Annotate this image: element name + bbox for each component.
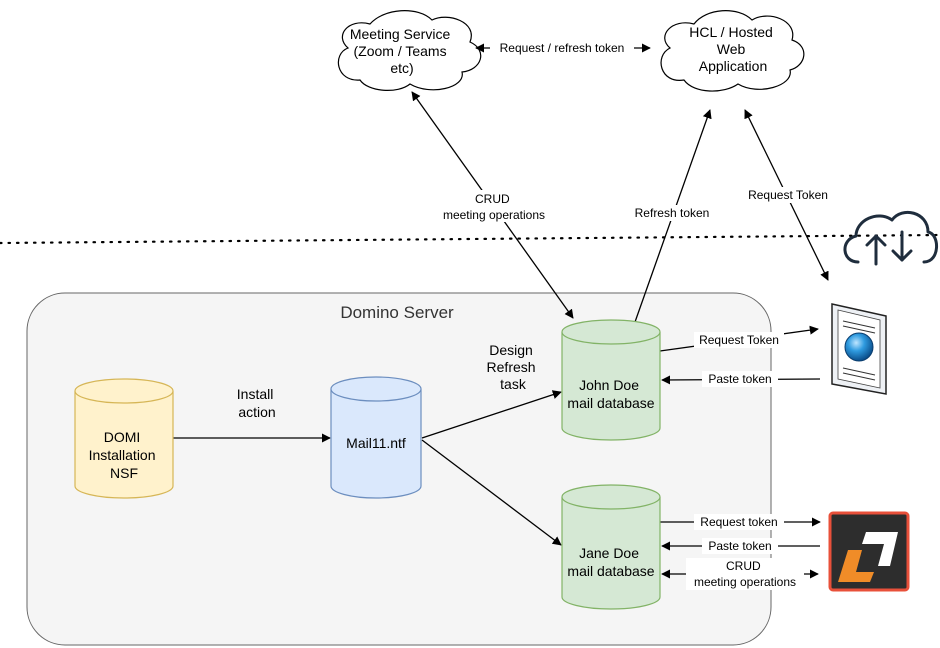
label-jane-crud-2: meeting operations	[694, 575, 796, 589]
label-jane-paste-token: Paste token	[708, 539, 771, 553]
label-refresh-token: Refresh token	[635, 206, 710, 220]
meeting-service-line-2: (Zoom / Teams	[354, 43, 447, 59]
label-request-token-top: Request Token	[748, 188, 828, 202]
svg-text:Install action: Install action	[237, 386, 277, 420]
hcl-line-2: Web	[717, 41, 746, 57]
jane-line-1: Jane Doe	[579, 545, 639, 561]
jane-doe-mail-database: Jane Doe mail database	[561, 484, 661, 610]
mail11-label: Mail11.ntf	[346, 435, 406, 451]
john-line-1: John Doe	[579, 377, 639, 393]
meeting-service-line-3: etc)	[390, 60, 413, 76]
web-browser-document-icon[interactable]	[831, 303, 887, 395]
svg-text:DOMI Installation: DOMI Installation NSF	[89, 429, 160, 481]
desktop-app-logo-icon[interactable]	[828, 511, 910, 592]
svg-text:Jane Doe mail database: Jane Doe mail database	[567, 545, 654, 579]
domi-line-2: Installation	[89, 447, 156, 463]
meeting-service-cloud: Meeting Service (Zoom / Teams etc)	[337, 10, 482, 91]
svg-text:HCL / Hosted Web A: HCL / Hosted Web Application	[689, 24, 776, 74]
svg-text:Design Refresh task: Design Refresh task	[487, 342, 540, 392]
label-jane-crud-1: CRUD	[726, 559, 761, 573]
edge-mail11-john	[421, 390, 562, 439]
label-design-3: task	[500, 376, 527, 392]
label-design-2: Refresh	[487, 359, 536, 375]
internet-boundary-line	[0, 233, 940, 245]
hcl-hosted-app-cloud: HCL / Hosted Web Application	[660, 10, 805, 92]
label-john-paste-token: Paste token	[708, 372, 771, 386]
label-install-1: Install	[237, 386, 274, 402]
john-line-2: mail database	[567, 395, 654, 411]
domino-server-title: Domino Server	[340, 303, 454, 322]
svg-text:Meeting Service (Zoom /: Meeting Service (Zoom / Teams etc)	[350, 26, 454, 76]
label-crud-top-1: CRUD	[475, 192, 510, 206]
meeting-service-line-1: Meeting Service	[350, 26, 451, 42]
label-crud-top-2: meeting operations	[443, 208, 545, 222]
svg-text:CRUD meeting operations: CRUD meeting operations	[443, 192, 545, 222]
label-request-refresh-token: Request / refresh token	[500, 41, 625, 55]
cloud-sync-icon	[843, 210, 938, 266]
svg-text:John Doe mail database: John Doe mail database	[567, 377, 654, 411]
domi-line-1: DOMI	[104, 429, 141, 445]
domi-installation-database: DOMI Installation NSF	[74, 378, 174, 499]
jane-line-2: mail database	[567, 563, 654, 579]
edge-mail11-jane	[421, 439, 562, 546]
domi-line-3: NSF	[110, 465, 138, 481]
label-design-1: Design	[489, 342, 533, 358]
hcl-line-1: HCL / Hosted	[689, 24, 773, 40]
svg-text:CRUD meeting operations: CRUD meeting operations	[694, 559, 796, 589]
label-jane-request-token: Request token	[700, 515, 777, 529]
hcl-line-3: Application	[699, 58, 768, 74]
label-john-request-token: Request Token	[699, 333, 779, 347]
label-install-2: action	[238, 404, 275, 420]
mail11-template-database: Mail11.ntf	[330, 376, 422, 499]
john-doe-mail-database: John Doe mail database	[561, 319, 661, 441]
